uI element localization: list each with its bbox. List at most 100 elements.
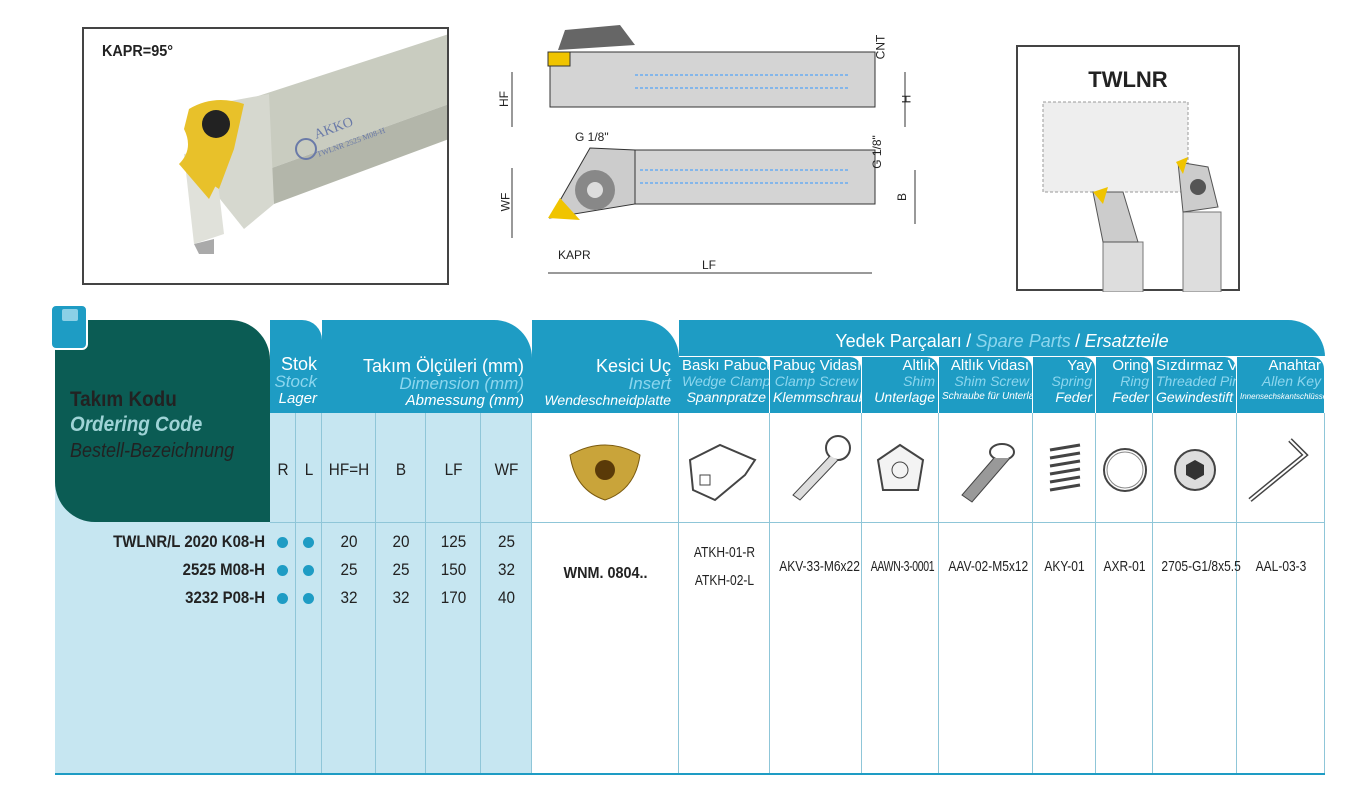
spare-tr: Yedek Parçaları xyxy=(835,331,962,351)
col-head-l: L xyxy=(304,460,314,479)
stock-r-dot xyxy=(277,565,288,576)
col-lf xyxy=(426,413,481,775)
spare-col-en: Wedge Clamp xyxy=(682,373,770,389)
stock-r-dot xyxy=(277,537,288,548)
spring-icon xyxy=(1049,443,1081,492)
col-spring xyxy=(1033,413,1096,775)
wedge-clamp-icon xyxy=(688,443,757,502)
spare-col-tr: Yay xyxy=(1067,357,1092,374)
code-header-de: Bestell-Bezeichnung xyxy=(70,440,235,462)
cell-b: 25 xyxy=(392,560,410,579)
col-head-wf: WF xyxy=(494,460,519,479)
insert-icon xyxy=(569,444,641,501)
spare-col-de: Spannpratze xyxy=(686,389,766,405)
spare-de: Ersatzteile xyxy=(1084,331,1169,351)
shim-code: AAWN-3-0001 xyxy=(870,558,935,575)
clamp-screw-icon xyxy=(792,435,851,501)
cnt-label: CNT xyxy=(873,34,888,60)
pin-code: 2705-G1/8x5.5 xyxy=(1161,558,1241,575)
stock-tr: Stok xyxy=(280,354,317,374)
cell-hf: 32 xyxy=(340,588,358,607)
spare-col-tr: Oring xyxy=(1112,357,1149,374)
insert-en: Insert xyxy=(628,374,671,393)
spare-col-header: Oring Ring Feder xyxy=(1096,357,1153,413)
spare-col-header: Anahtar Allen Key Innensechskantschlüsse… xyxy=(1237,357,1325,413)
cell-hf: 25 xyxy=(340,560,358,579)
insert-header: Kesici Uç Insert Wendeschneidplatte xyxy=(532,320,679,413)
col-head-lf: LF xyxy=(444,460,463,479)
stock-de: Lager xyxy=(278,390,317,407)
lf-label: LF xyxy=(702,258,717,272)
spare-col-tr: Sızdırmaz Vida xyxy=(1156,357,1237,374)
cell-lf: 170 xyxy=(440,588,467,607)
tool-holder-image: AKKO TWLNR 2525 M08-H xyxy=(179,34,447,254)
spring-code: AKY-01 xyxy=(1044,558,1085,575)
spare-col-en: Ring xyxy=(1120,373,1149,389)
stock-l-dot xyxy=(303,593,314,604)
spare-col-en: Shim xyxy=(903,373,935,389)
col-b xyxy=(376,413,426,775)
b-label: B xyxy=(895,192,910,202)
cell-wf: 40 xyxy=(497,588,516,607)
dim-de: Abmessung (mm) xyxy=(405,392,524,409)
stock-l-dot xyxy=(303,565,314,576)
insert-tr: Kesici Uç xyxy=(595,356,671,376)
stock-r-dot xyxy=(277,593,288,604)
cell-wf: 25 xyxy=(497,532,516,551)
col-hf xyxy=(322,413,376,775)
schematic-title: TWLNR xyxy=(1088,67,1168,92)
dim-en: Dimension (mm) xyxy=(399,374,524,393)
spare-col-en: Clamp Screw xyxy=(774,373,858,389)
clamp-code-r: ATKH-01-R xyxy=(693,544,756,561)
col-wf xyxy=(481,413,532,775)
col-head-b: B xyxy=(395,460,407,479)
tab-icon xyxy=(50,304,88,350)
clamp-screw-code: AKV-33-M6x22 xyxy=(779,558,860,575)
table-row-code: TWLNR/L 2020 K08-H xyxy=(113,532,266,551)
spare-col-de: Schraube für Unterlage xyxy=(942,391,1032,402)
spare-col-de: Klemmschraube xyxy=(773,389,861,405)
shim-screw-icon xyxy=(961,443,1015,503)
key-code: AAL-03-3 xyxy=(1255,558,1307,575)
g-left-label: G 1/8" xyxy=(575,130,609,144)
stock-l-dot xyxy=(303,537,314,548)
spare-col-tr: Baskı Pabucu xyxy=(682,357,770,374)
insert-de: Wendeschneidplatte xyxy=(544,392,671,408)
col-head-hf: HF=H xyxy=(328,460,370,479)
spare-col-en: Shim Screw xyxy=(954,373,1029,389)
cell-wf: 32 xyxy=(497,560,516,579)
shim-screw-code: AAV-02-M5x12 xyxy=(948,558,1029,575)
insert-code: WNM. 0804.. xyxy=(563,565,648,582)
spare-col-en: Allen Key xyxy=(1261,373,1321,389)
spare-col-de: Feder xyxy=(1055,389,1092,405)
kapr-dim-label: KAPR xyxy=(558,248,591,262)
spare-col-de: Gewindestift xyxy=(1156,389,1234,405)
h-label: H xyxy=(899,94,914,104)
product-photo: KAPR=95° AKKO TWLNR 2525 M08-H xyxy=(82,27,449,285)
spare-parts-header: Yedek Parçaları / Spare Parts / Ersatzte… xyxy=(679,320,1325,357)
spare-en: Spare Parts xyxy=(975,331,1071,351)
spare-col-en: Spring xyxy=(1051,373,1092,389)
cell-b: 20 xyxy=(392,532,410,551)
spare-col-tr: Altlık Vidası xyxy=(950,357,1029,374)
table-row-code: 3232 P08-H xyxy=(185,588,265,607)
cell-b: 32 xyxy=(392,588,410,607)
dim-tr: Takım Ölçüleri (mm) xyxy=(363,356,524,376)
spare-col-de: Feder xyxy=(1112,389,1149,405)
col-head-r: R xyxy=(277,460,289,479)
spare-col-header: Pabuç Vidası Clamp Screw Klemmschraube xyxy=(770,357,862,413)
spare-col-header: Sızdırmaz Vida Threaded Pin Gewindestift xyxy=(1153,357,1237,413)
schematic-panel: TWLNR xyxy=(1016,45,1240,292)
clamp-code-l: ATKH-02-L xyxy=(694,572,755,589)
code-header-en: Ordering Code xyxy=(70,413,203,436)
threaded-pin-icon xyxy=(1174,449,1216,491)
col-ring xyxy=(1096,413,1153,775)
spare-col-header: Altlık Vidası Shim Screw Schraube für Un… xyxy=(939,357,1033,413)
spare-col-en: Threaded Pin xyxy=(1156,373,1237,389)
spare-sep: / xyxy=(966,331,972,351)
dimension-header: Takım Ölçüleri (mm) Dimension (mm) Abmes… xyxy=(322,320,532,413)
cell-lf: 150 xyxy=(440,560,467,579)
spare-col-header: Altlık Shim Unterlage xyxy=(862,357,939,413)
spare-col-header: Yay Spring Feder xyxy=(1033,357,1096,413)
allen-key-icon xyxy=(1248,438,1309,502)
